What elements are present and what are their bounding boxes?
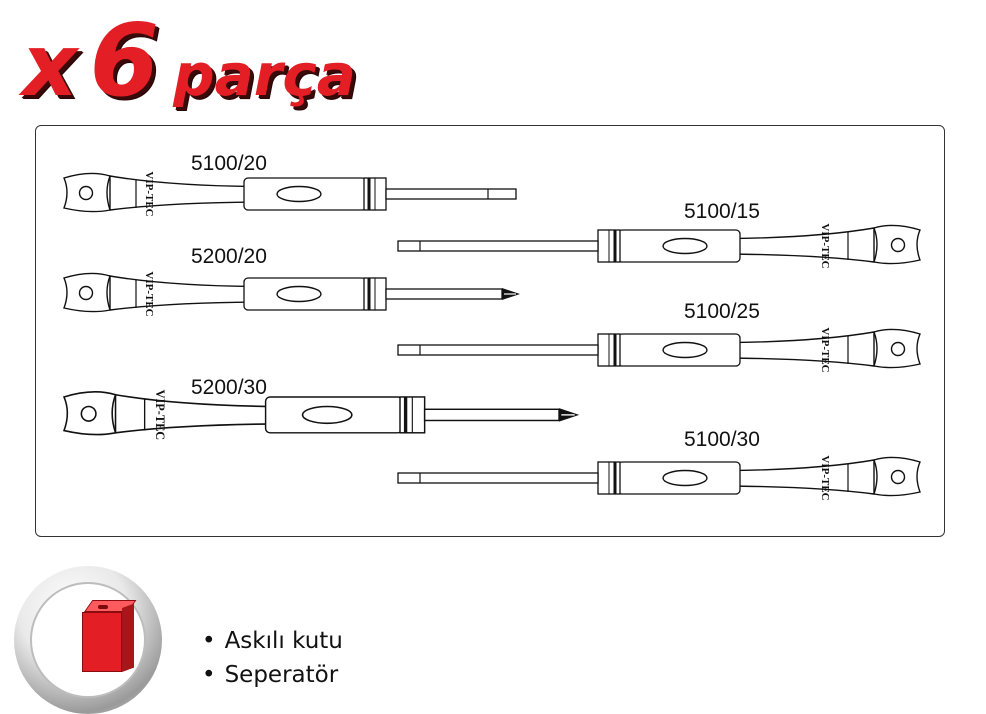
brand-label: VIP-TEC bbox=[819, 223, 831, 268]
headline-count: 6 bbox=[89, 2, 160, 119]
screwdriver-5100-30 bbox=[397, 455, 922, 498]
screwdriver-illustration: VIP-TEC VIP-TEC VIP-TEC VIP-TEC bbox=[62, 171, 922, 501]
code-label-5100-20: 5100/20 bbox=[191, 152, 267, 175]
screwdriver-5200-30: VIP-TEC bbox=[62, 390, 580, 441]
badge-inner bbox=[30, 582, 146, 698]
packaging-badge bbox=[14, 566, 162, 714]
screwdriver-5200-20: VIP-TEC bbox=[62, 271, 520, 317]
feature-item: Askılı kutu bbox=[202, 624, 343, 658]
code-label-5200-30: 5200/30 bbox=[191, 376, 267, 399]
screwdriver-5100-25 bbox=[397, 327, 922, 370]
code-label-5100-15: 5100/15 bbox=[684, 200, 760, 223]
brand-label: VIP-TEC bbox=[153, 390, 167, 441]
code-label-5100-25: 5100/25 bbox=[684, 300, 760, 323]
brand-label: VIP-TEC bbox=[819, 455, 831, 500]
product-tray: VIP-TEC VIP-TEC VIP-TEC VIP-TEC bbox=[35, 125, 945, 537]
brand-label: VIP-TEC bbox=[819, 327, 831, 372]
brand-label: VIP-TEC bbox=[143, 171, 155, 216]
headline: x 6 parça bbox=[22, 2, 356, 119]
headline-prefix: x bbox=[22, 16, 78, 116]
screwdriver-5100-20: VIP-TEC bbox=[62, 171, 517, 217]
brand-label: VIP-TEC bbox=[143, 271, 155, 316]
screwdriver-5100-15 bbox=[397, 223, 922, 266]
headline-word: parça bbox=[173, 41, 356, 109]
code-label-5200-20: 5200/20 bbox=[191, 245, 267, 268]
hang-hole bbox=[98, 605, 108, 609]
feature-list: Askılı kutu Seperatör bbox=[202, 624, 343, 692]
feature-item: Seperatör bbox=[202, 658, 343, 692]
hanging-box-icon bbox=[82, 612, 122, 672]
code-label-5100-30: 5100/30 bbox=[684, 428, 760, 451]
box-side bbox=[122, 603, 134, 672]
